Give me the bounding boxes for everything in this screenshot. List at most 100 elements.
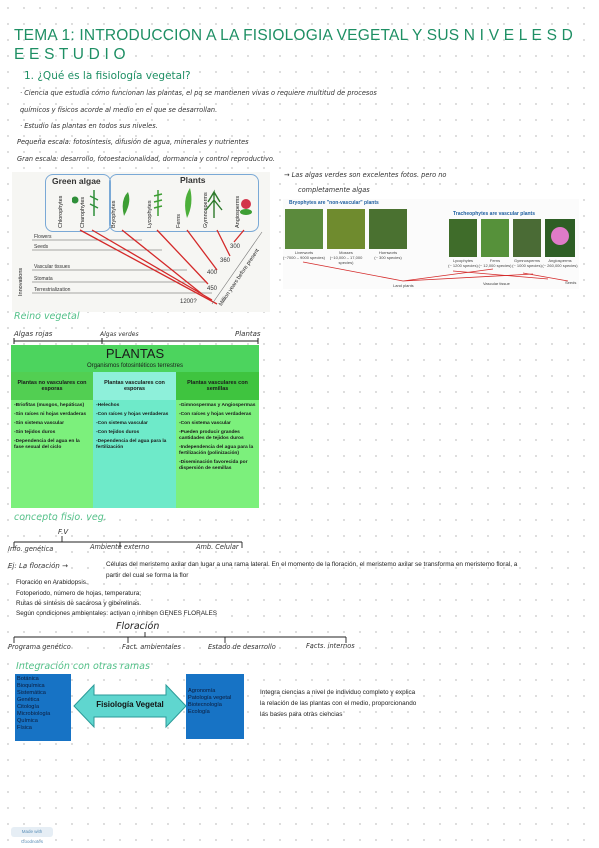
integracion-note: las bases para otras ciencias	[260, 711, 343, 718]
bryo-item-count: (~ 1000 species)	[512, 263, 542, 268]
list-item: Según condiciones ambientales: activan o…	[16, 610, 218, 617]
discipline-item: Sistemática	[17, 690, 46, 696]
discipline-item: Agronomía	[188, 688, 216, 694]
taxa-icons	[72, 188, 252, 218]
chlorophyte-icon	[72, 196, 79, 204]
hornwort-photo	[369, 209, 407, 249]
angiosperm-leaf-icon	[240, 209, 252, 215]
bryo-item-name: Lycophytes	[452, 258, 474, 263]
algae-note: → Las algas verdes son excelentes fotos.…	[284, 171, 447, 179]
column-head: Plantas vasculares con esporas	[93, 372, 176, 400]
bryo-right-title: Tracheophytes are vascular plants	[453, 211, 535, 217]
concepto-a: Info. genética	[8, 545, 54, 553]
column-item: -Con sistema vascular	[179, 421, 231, 426]
bryo-item-count: (~ 1200 species)	[448, 263, 478, 268]
plantas-header: PLANTAS Organismos fotosintéticos terres…	[11, 345, 259, 372]
plants-label: Plants	[180, 175, 206, 185]
green-algae-box	[45, 174, 111, 232]
innovations-label: Innovations	[18, 267, 24, 296]
column-item: -Dependencia del agua en la fase sexual …	[14, 439, 80, 450]
left-disciplines-box: Botánica Bioquímica Sistemática Genética…	[15, 674, 71, 741]
list-item: Floración en Arabidopsis.	[16, 579, 88, 586]
column-item: -Con raíces y hojas verdaderas	[179, 412, 252, 417]
trait-label: Seeds	[34, 244, 49, 250]
discipline-item: Microbiología	[17, 711, 51, 717]
bryo-item-name: Hornworts	[378, 250, 398, 255]
green-algae-label: Green algae	[52, 176, 101, 186]
column-body: -Gimnospermas y Angiospermas -Con raíces…	[176, 400, 259, 472]
trait-label: Flowers	[34, 234, 52, 240]
ejemplo-text: Células del meristemo axilar dan lugar a…	[106, 561, 518, 568]
fern-icon	[185, 188, 192, 218]
floracion-c: Estado de desarrollo	[208, 643, 276, 651]
plantas-subtitle: Organismos fotosintéticos terrestres	[86, 363, 184, 369]
text-line: · Ciencia que estudia cómo funcionan las…	[20, 89, 377, 97]
column-vascular-esporas: Plantas vasculares con esporas -Helechos…	[93, 372, 176, 508]
plantas-table: PLANTAS Organismos fotosintéticos terres…	[11, 345, 259, 508]
phylogeny-lines	[32, 229, 263, 305]
reino-right: Plantas	[235, 330, 261, 338]
vascular-tissue-label: Vascular tissue	[483, 281, 510, 286]
text-line: Pequeña escala: fotosíntesis, difusión d…	[17, 138, 249, 146]
floracion-a: Programa genético	[8, 643, 71, 651]
column-item: -Independencia del agua para la fertiliz…	[179, 445, 254, 456]
list-item: Rutas de síntesis de sacarosa y gibereli…	[16, 600, 142, 607]
integracion-note: la relación de las plantas con el medio,…	[260, 700, 417, 707]
plants-box	[109, 174, 259, 232]
algae-note: completamente algas	[298, 186, 370, 194]
reino-arrow	[13, 338, 259, 344]
integracion-heading: Integración con otras ramas	[16, 661, 150, 672]
column-item: -Con sistema vascular	[96, 421, 148, 426]
bryo-item-count: (~ 260,000 species)	[542, 263, 578, 268]
column-body: -Helechos -Con raíces y hojas verdaderas…	[93, 400, 176, 451]
bryo-item-count: (~ 12,000 species)	[478, 263, 512, 268]
gymnosperm-icon	[205, 189, 223, 218]
column-item: -Dependencia del agua para la fertilizac…	[96, 439, 167, 450]
section-heading-1: 1. ¿Qué es la fisiología vegetal?	[24, 70, 191, 82]
concepto-heading: concepto fisio. veg.	[14, 512, 107, 523]
fisiologia-vegetal-label: Fisiología Vegetal	[96, 700, 164, 709]
tracheo-tree	[452, 270, 569, 282]
ejemplo-label: Ej: La floración →	[8, 562, 68, 570]
ejemplo-text: partir del cual se forma la flor	[106, 572, 189, 579]
column-body: -Briofitas (musgos, hepáticas) -Sin raíc…	[11, 400, 93, 451]
reino-heading: Reino vegetal	[14, 311, 80, 322]
discipline-item: Física	[17, 725, 32, 731]
bryo-item-name: Liverworts	[294, 250, 314, 255]
time-label: 300	[230, 244, 241, 250]
trait-label: Terrestrialization	[34, 287, 71, 293]
text-line: Gran escala: desarrollo, fotoestacionali…	[17, 155, 276, 163]
angiosperm-photo	[545, 219, 575, 257]
bryo-item-count: (~7000 – 9000 species)	[283, 255, 325, 260]
bryo-item-count: (~10,000 – 17,000 species)	[329, 255, 363, 265]
column-vascular-semillas: Plantas vasculares con semillas -Gimnosp…	[176, 372, 259, 508]
column-head: Plantas no vasculares con esporas	[11, 372, 93, 400]
trait-label: Stomata	[34, 276, 53, 282]
column-item: -Sin sistema vascular	[14, 421, 65, 426]
lycophyte-photo	[449, 219, 477, 257]
moss-photo	[327, 209, 365, 249]
floracion-b: Fact. ambientales	[122, 643, 181, 651]
concepto-b: Ambiente externo	[90, 543, 150, 551]
bryo-item-name: Ferns	[489, 258, 501, 263]
floracion-heading: Floración	[116, 621, 160, 632]
floracion-tree	[13, 632, 347, 643]
time-label: 1200?	[180, 299, 197, 305]
right-disciplines-box: Agronomía Patología vegetal Biotecnologí…	[186, 674, 244, 739]
reino-mid: Algas verdes	[100, 331, 139, 338]
concepto-c: Amb. Celular	[196, 543, 239, 551]
clade-lines	[79, 229, 245, 305]
time-label: 400	[207, 270, 218, 276]
discipline-item: Ecología	[188, 709, 210, 715]
column-item: -Pueden producir grandes cantidades de t…	[179, 430, 244, 441]
time-label: 450	[207, 286, 218, 292]
bryo-tree	[302, 261, 534, 282]
column-item: -Sin raíces ni hojas verdaderas	[14, 412, 87, 417]
column-item: -Sin tejidos duros	[14, 430, 56, 435]
discipline-item: Biotecnología	[188, 702, 222, 708]
floracion-d: Facts. internos	[306, 642, 355, 650]
discipline-item: Botánica	[17, 676, 39, 682]
discipline-item: Patología vegetal	[188, 695, 232, 701]
angiosperm-icon	[241, 199, 251, 209]
column-item: -Con raíces y hojas verdaderas	[96, 412, 169, 417]
